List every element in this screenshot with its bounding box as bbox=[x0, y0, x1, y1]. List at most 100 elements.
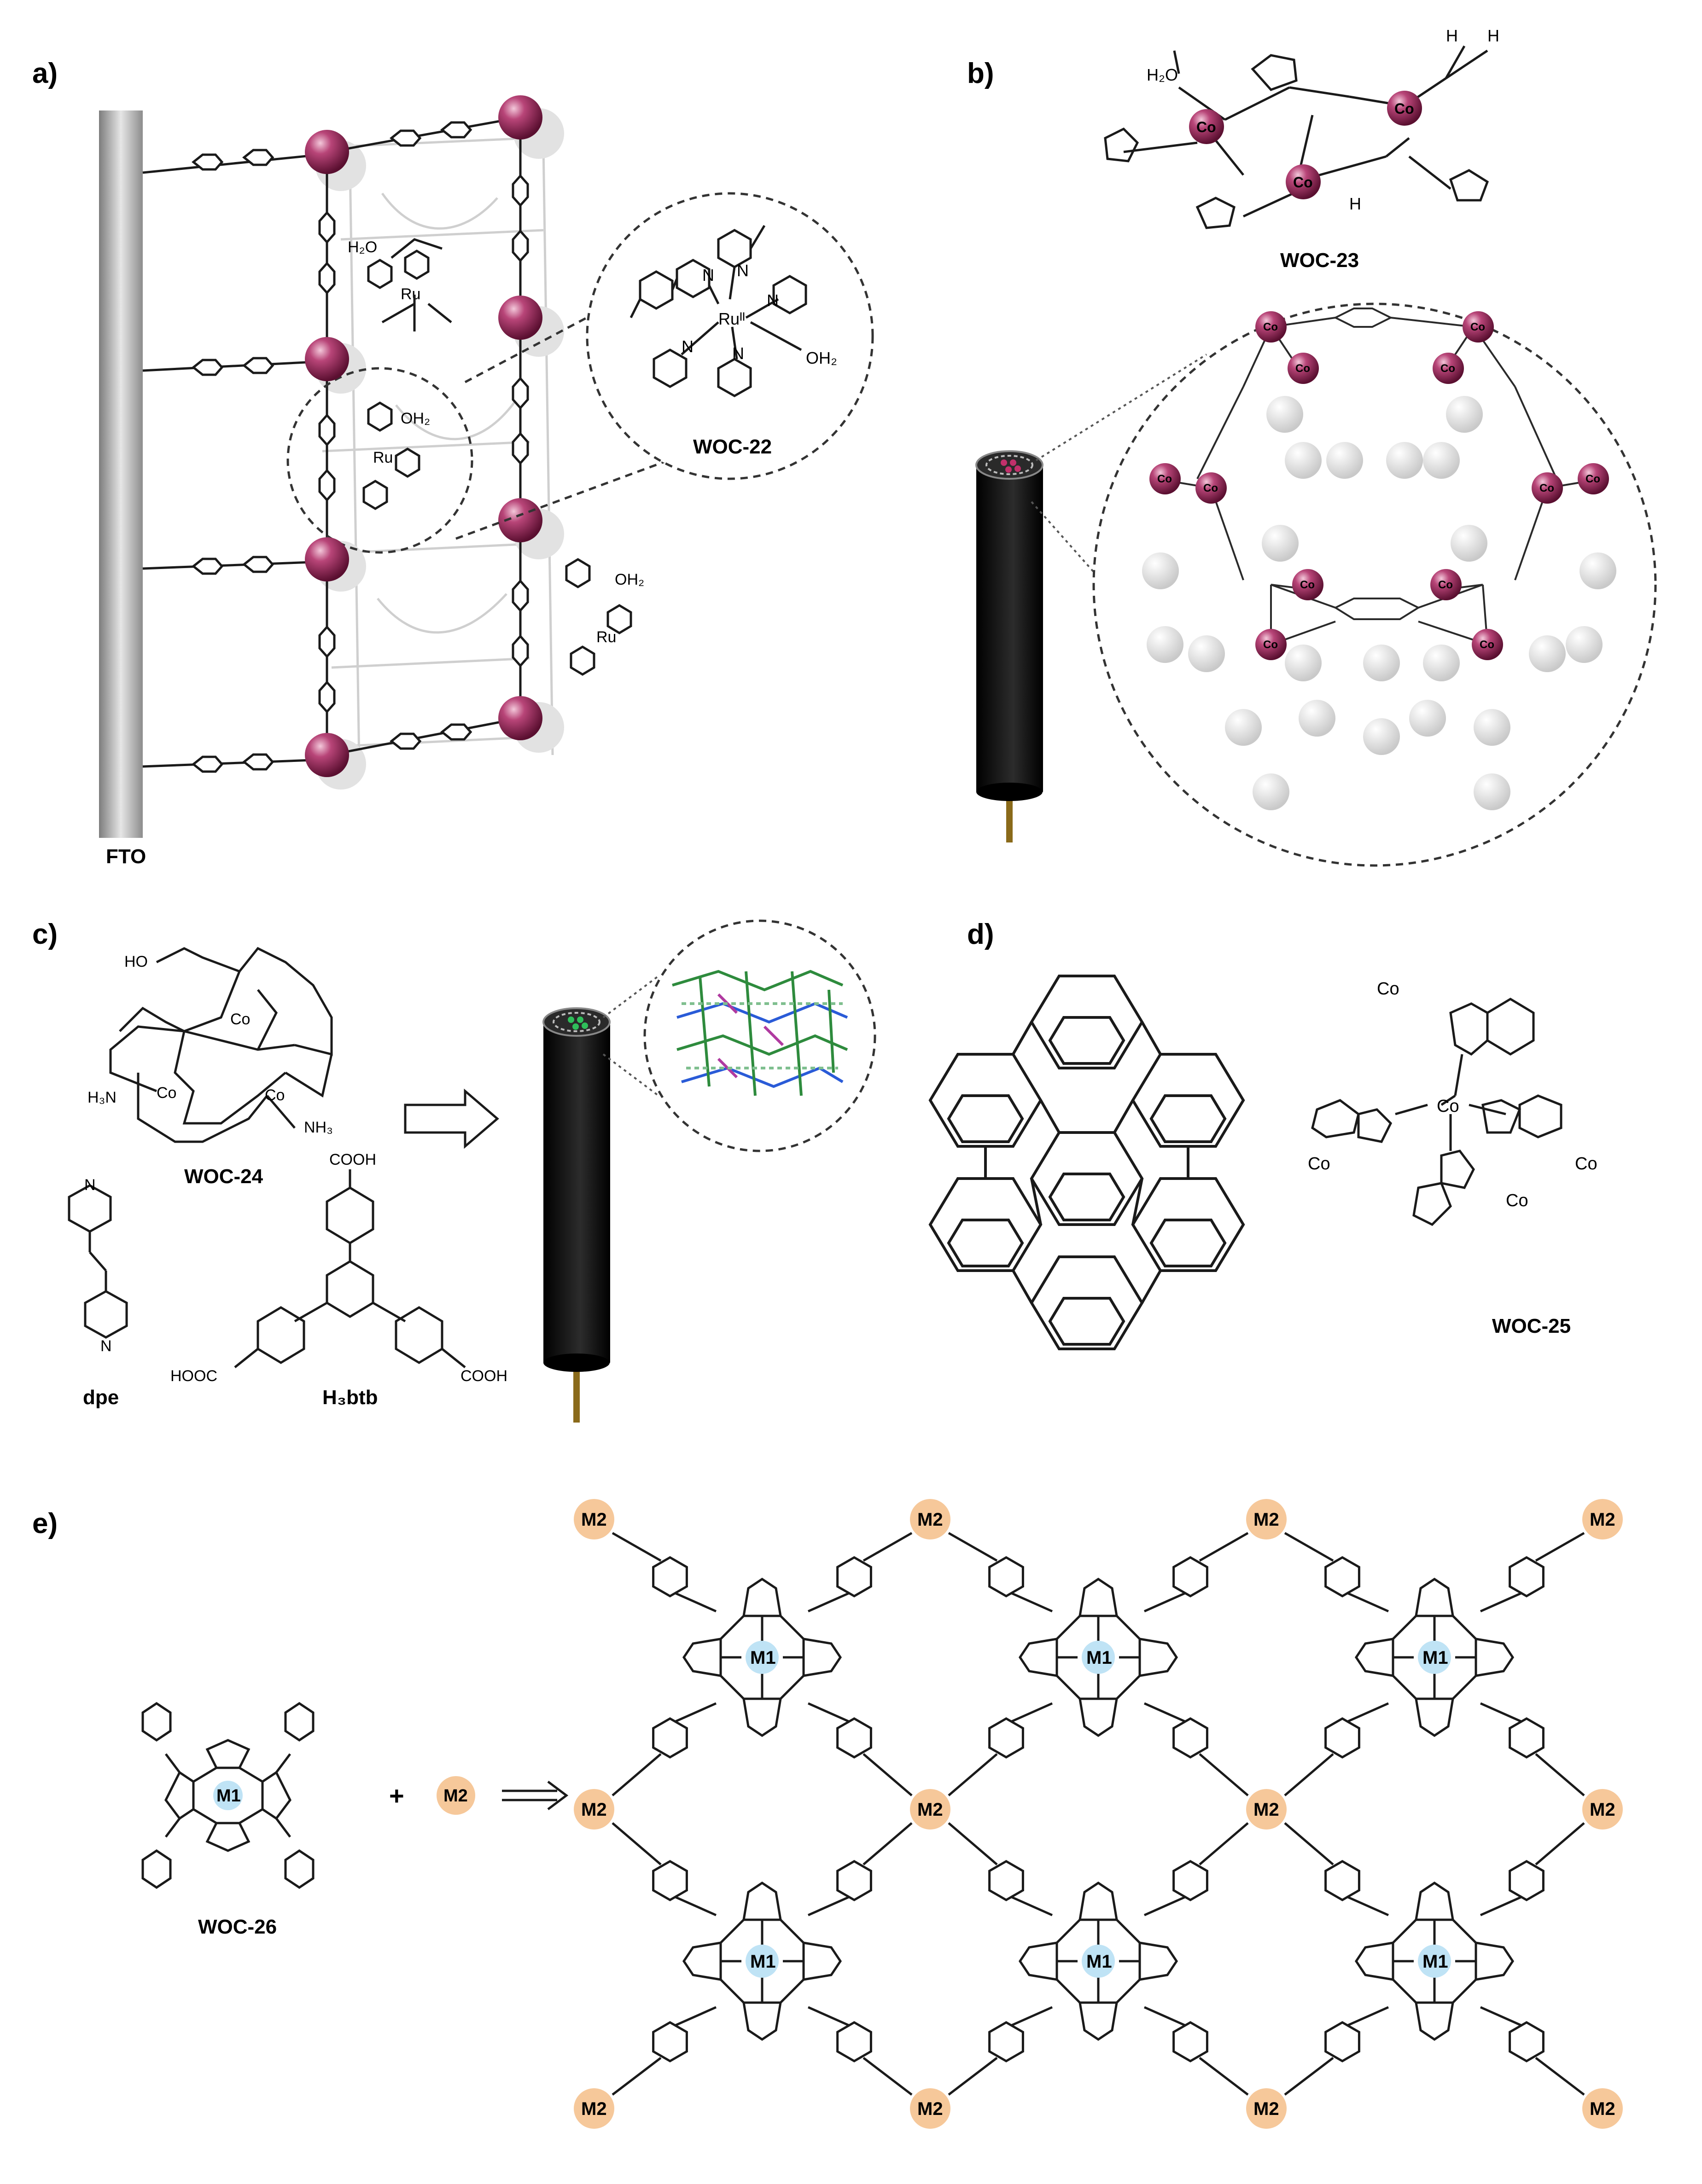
cooh-label: COOH bbox=[329, 1151, 376, 1168]
woc26-monomer: M1 bbox=[141, 1702, 315, 1889]
co-node bbox=[1255, 629, 1287, 660]
zoom-line bbox=[1035, 354, 1207, 461]
metal-node bbox=[305, 337, 349, 381]
porphyrin-unit: M1 bbox=[652, 1860, 872, 2062]
dpe-structure bbox=[68, 1184, 128, 1339]
co-node bbox=[1195, 472, 1227, 504]
co-label: Co bbox=[1295, 362, 1310, 375]
woc23-caption: WOC-23 bbox=[1280, 249, 1359, 272]
woc22-zoom-circle bbox=[586, 192, 874, 480]
m2-node bbox=[574, 1499, 614, 1539]
co-node bbox=[1532, 472, 1563, 504]
h3btb-caption: H₃btb bbox=[322, 1386, 378, 1409]
woc22-structure bbox=[630, 225, 807, 397]
m2-label: M2 bbox=[581, 2099, 607, 2119]
m1-label: M1 bbox=[1086, 1952, 1112, 1972]
m1-node bbox=[1082, 1945, 1115, 1978]
h3btb-labels: COOH HOOC COOH bbox=[170, 1151, 507, 1385]
panel-a: a) FTO bbox=[32, 58, 874, 868]
porphyrin-unit: M1 bbox=[988, 1860, 1208, 2062]
m2-label: M2 bbox=[1253, 1800, 1279, 1820]
vertical-linkers bbox=[326, 117, 522, 755]
m2-label: M2 bbox=[917, 1510, 943, 1530]
co-label: Co bbox=[1585, 473, 1600, 485]
metal-node bbox=[498, 95, 542, 139]
panel-d: d) bbox=[928, 918, 1597, 1350]
electrode-top-inner bbox=[985, 455, 1033, 475]
m2-label: M2 bbox=[581, 1510, 607, 1530]
woc23-co-nodes bbox=[1189, 91, 1422, 199]
m2-node bbox=[574, 2088, 614, 2129]
m2-node bbox=[1246, 1789, 1287, 1830]
ru-atom-label: Ru bbox=[596, 628, 616, 646]
h2o-label: H₂O bbox=[1147, 65, 1178, 84]
co-node bbox=[1255, 311, 1287, 343]
m2-label: M2 bbox=[443, 1786, 468, 1806]
woc24-labels: HO Co Co Co H₃N NH₃ bbox=[87, 953, 333, 1136]
m1-label: M1 bbox=[1086, 1648, 1112, 1668]
highlight-ring-a bbox=[286, 367, 473, 554]
co-node bbox=[1472, 629, 1503, 660]
co-node bbox=[1433, 353, 1464, 384]
woc26-caption: WOC-26 bbox=[198, 1916, 277, 1938]
porphyrin-unit: M1 bbox=[988, 1556, 1208, 1759]
metal-nodes-a bbox=[305, 95, 542, 777]
co-label: Co bbox=[1470, 321, 1485, 333]
co-label: Co bbox=[1437, 1097, 1459, 1116]
m1-node bbox=[746, 1641, 779, 1674]
co-node bbox=[1430, 569, 1462, 600]
m2-node bbox=[574, 1789, 614, 1830]
m2-label: M2 bbox=[917, 2099, 943, 2119]
ghost-spheres bbox=[1142, 396, 1616, 810]
co-label: Co bbox=[1300, 579, 1315, 591]
metal-node bbox=[305, 537, 349, 581]
n-label: N bbox=[737, 261, 749, 280]
panel-c: c) HO Co Co Co H₃N NH₃ WOC-24 bbox=[32, 918, 876, 1423]
co-node bbox=[1387, 91, 1422, 126]
n-label: N bbox=[732, 344, 744, 363]
co-label: Co bbox=[1203, 482, 1218, 494]
porphyrin-unit: M1 bbox=[652, 1556, 872, 1759]
co-label: Co bbox=[1293, 174, 1313, 191]
dpe-caption: dpe bbox=[83, 1386, 119, 1409]
metal-node bbox=[498, 498, 542, 542]
m1-node bbox=[1418, 1641, 1451, 1674]
co-label: Co bbox=[1263, 321, 1278, 333]
m2-node bbox=[1246, 1499, 1287, 1539]
fto-caption: FTO bbox=[106, 845, 146, 868]
oh2-label: OH₂ bbox=[615, 571, 644, 588]
oh2-label: OH₂ bbox=[401, 410, 430, 427]
m2-label: M2 bbox=[581, 1800, 607, 1820]
m2-label: M2 bbox=[1590, 1800, 1615, 1820]
n-label: N bbox=[84, 1176, 96, 1194]
co-label: Co bbox=[1263, 639, 1278, 651]
m1-label: M1 bbox=[750, 1952, 776, 1972]
electrode-rod bbox=[573, 1363, 580, 1423]
reaction-arrow-e bbox=[502, 1781, 569, 1810]
co-node bbox=[1149, 463, 1181, 494]
h3n-label: H₃N bbox=[87, 1089, 117, 1106]
panel-b-label: b) bbox=[967, 58, 994, 89]
m2-links bbox=[612, 1532, 1585, 2096]
h-label: H bbox=[1487, 26, 1499, 45]
panel-d-label: d) bbox=[967, 918, 994, 950]
m2-label: M2 bbox=[917, 1800, 943, 1820]
horizontal-linkers bbox=[142, 116, 521, 768]
m1-label: M1 bbox=[1422, 1952, 1448, 1972]
lattice bbox=[672, 970, 848, 1096]
cage-co-labels: Co Co Co Co Co Co Co Co Co Co Co Co bbox=[1157, 321, 1600, 651]
metal-node bbox=[305, 733, 349, 777]
panel-a-label: a) bbox=[32, 58, 58, 89]
ru-complex-middle: Ru OH₂ bbox=[286, 367, 473, 554]
woc24-caption: WOC-24 bbox=[184, 1165, 263, 1188]
sodalite-cages bbox=[928, 975, 1245, 1350]
co-node bbox=[1578, 463, 1609, 494]
electrode-body bbox=[543, 1022, 610, 1363]
cooh-label: COOH bbox=[460, 1367, 507, 1385]
co-label: Co bbox=[1506, 1191, 1528, 1210]
electrode-b bbox=[975, 450, 1043, 842]
co-label: Co bbox=[265, 1086, 285, 1104]
zoom-line bbox=[602, 1053, 659, 1097]
m1-node bbox=[1082, 1641, 1115, 1674]
electrode-bottom bbox=[976, 783, 1043, 801]
